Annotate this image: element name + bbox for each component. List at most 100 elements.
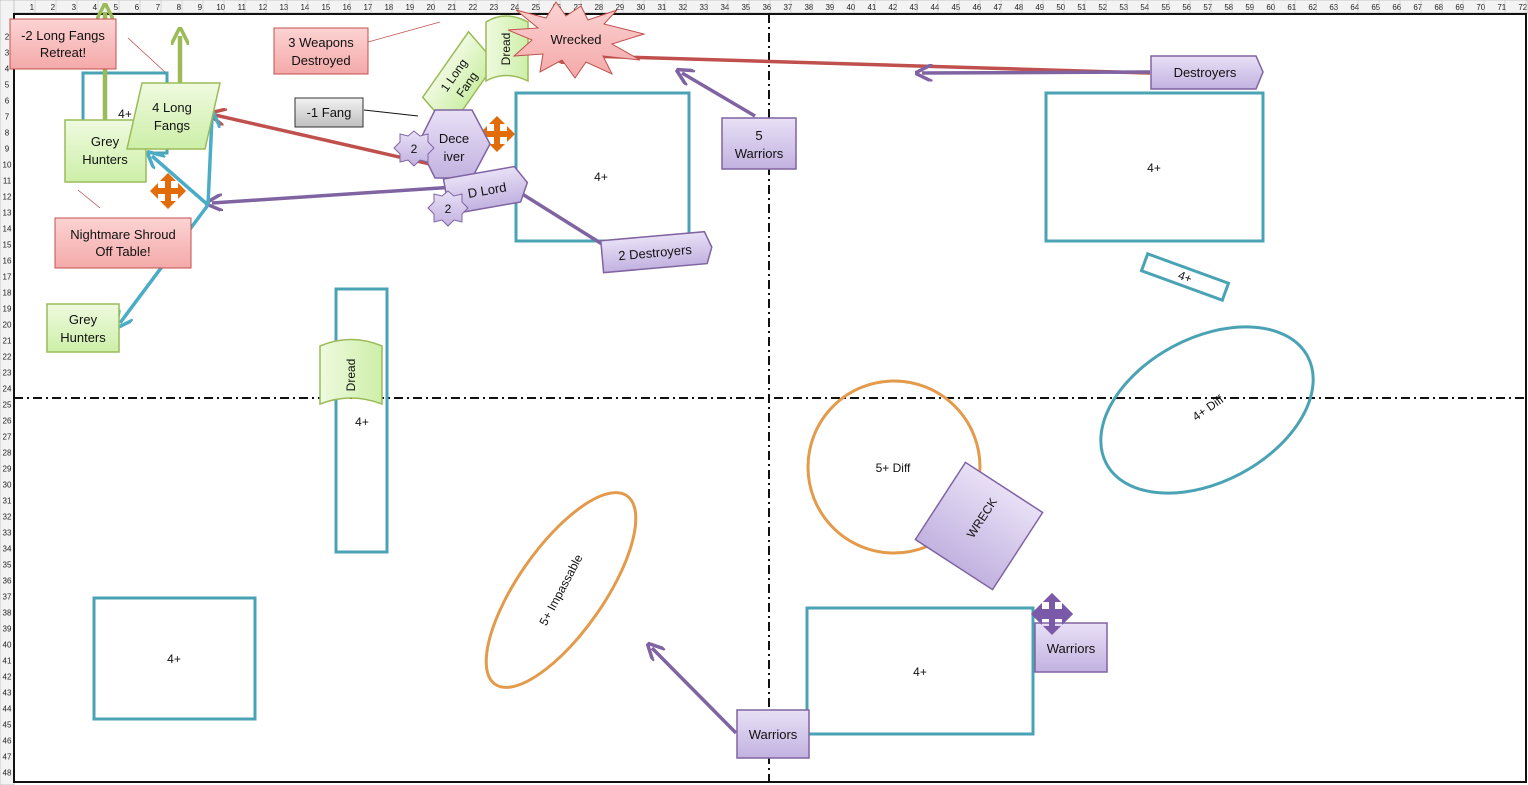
ruler-tick-label: 3 <box>5 49 10 58</box>
arrow-hunters-scatter-2 <box>152 156 210 207</box>
ruler-tick-label: 29 <box>615 3 624 12</box>
callout-line: Destroyed <box>291 53 350 68</box>
ruler-tick-label: 22 <box>468 3 477 12</box>
arrow-warriors-shoot <box>682 73 756 118</box>
unit-label: 4 Long <box>152 100 192 115</box>
unit-warriors-bottom[interactable]: Warriors <box>736 709 810 759</box>
ruin-small-tilted <box>1139 251 1231 303</box>
ruler-tick-label: 60 <box>1266 3 1275 12</box>
ruler-tick-label: 23 <box>3 369 12 378</box>
ruler-tick-label: 70 <box>1476 3 1485 12</box>
arrow-dlord-shroud <box>212 184 471 203</box>
unit-5-warriors[interactable]: 5 Warriors <box>721 117 797 170</box>
ruler-tick-label: 34 <box>720 3 729 12</box>
unit-label: Destroyers <box>1174 65 1237 80</box>
ruin-right-top <box>1044 91 1265 243</box>
unit-label: 2 Destroyers <box>618 242 693 263</box>
ruler-tick-label: 8 <box>5 129 10 138</box>
ruler-tick-label: 36 <box>762 3 771 12</box>
ruler-tick-label: 48 <box>1014 3 1023 12</box>
move-marker-icon <box>1031 593 1073 635</box>
ruler-tick-label: 32 <box>3 513 12 522</box>
ruler-tick-label: 28 <box>594 3 603 12</box>
ruler-tick-label: 72 <box>1518 3 1527 12</box>
ruler-tick-label: 33 <box>699 3 708 12</box>
ruler-tick-label: 30 <box>636 3 645 12</box>
ruler-tick-label: 51 <box>1077 3 1086 12</box>
unit-dread-mid[interactable]: Dread <box>319 338 383 406</box>
unit-label: Warriors <box>735 146 784 161</box>
wrecked-explosion: Wrecked <box>507 1 646 79</box>
ruler-tick-label: 38 <box>3 609 12 618</box>
wreck-marker[interactable]: WRECK <box>914 461 1044 591</box>
ruler-tick-label: 46 <box>3 737 12 746</box>
ruin-label: 4+ <box>118 107 132 121</box>
ruler-tick-label: 39 <box>3 625 12 634</box>
ruler-tick-label: 2 <box>51 3 56 12</box>
ruler-tick-label: 21 <box>3 337 12 346</box>
ruler-tick-label: 26 <box>3 417 12 426</box>
forest-center <box>806 379 982 555</box>
callout-line: 3 Weapons <box>288 35 354 50</box>
unit-destroyers[interactable]: Destroyers <box>1150 55 1264 90</box>
ruler-tick-label: 25 <box>3 401 12 410</box>
ruler-tick-label: 69 <box>1455 3 1464 12</box>
ruler-tick-label: 6 <box>135 3 140 12</box>
ruler-tick-label: 13 <box>279 3 288 12</box>
ruler-tick-label: 45 <box>3 721 12 730</box>
unit-grey-hunters-bottom[interactable]: Grey Hunters <box>46 303 120 353</box>
ruler-tick-label: 5 <box>114 3 119 12</box>
ruler-tick-label: 67 <box>1413 3 1422 12</box>
ruler-tick-label: 28 <box>3 449 12 458</box>
ruler-tick-label: 9 <box>198 3 203 12</box>
ruler-tick-label: 24 <box>3 385 12 394</box>
ruler-tick-label: 66 <box>1392 3 1401 12</box>
ruler-tick-label: 18 <box>3 289 12 298</box>
ruin-label: 4+ <box>1176 268 1194 286</box>
ruler-tick-label: 17 <box>363 3 372 12</box>
move-marker-icon <box>150 173 186 209</box>
unit-label: Hunters <box>60 330 106 345</box>
move-marker-icon <box>479 116 515 152</box>
arrow-destroyers-move <box>922 72 1151 73</box>
ruler-tick-label: 24 <box>510 3 519 12</box>
unit-d-lord[interactable]: D Lord <box>442 165 530 216</box>
ruler-tick-label: 12 <box>3 193 12 202</box>
ruler-tick-label: 35 <box>3 561 12 570</box>
callout-minus-fang: -1 Fang <box>294 97 364 128</box>
ruler-tick-label: 48 <box>3 769 12 778</box>
unit-warriors-right[interactable]: Warriors <box>1034 622 1108 673</box>
callout-pointer <box>363 109 419 117</box>
unit-long-fangs[interactable]: 4 Long Fangs <box>126 82 221 150</box>
ruler-tick-label: 43 <box>909 3 918 12</box>
forest-label: 5+ Diff <box>876 461 911 475</box>
ruler-tick-label: 61 <box>1287 3 1296 12</box>
ruler-tick-label: 34 <box>3 545 12 554</box>
ruler-tick-label: 11 <box>238 3 247 12</box>
unit-label: Dece <box>439 131 469 146</box>
ruler-tick-label: 44 <box>3 705 12 714</box>
unit-label: Warriors <box>1047 641 1096 656</box>
ruler-tick-label: 68 <box>1434 3 1443 12</box>
ruler-tick-label: 46 <box>972 3 981 12</box>
ruler-tick-label: 64 <box>1350 3 1359 12</box>
ruler-tick-label: 43 <box>3 689 12 698</box>
ruler-tick-label: 44 <box>930 3 939 12</box>
ruler-tick-label: 71 <box>1497 3 1506 12</box>
arrow-hunters-scatter-1 <box>208 117 212 206</box>
ruler-tick-label: 40 <box>846 3 855 12</box>
ruler-tick-label: 37 <box>3 593 12 602</box>
ruler-tick-label: 25 <box>531 3 540 12</box>
callout-line: -2 Long Fangs <box>21 28 105 43</box>
callout-pointer <box>127 37 166 73</box>
terrain <box>81 71 1315 736</box>
ruler-tick-label: 36 <box>3 577 12 586</box>
ruler-tick-label: 19 <box>405 3 414 12</box>
unit-2-destroyers[interactable]: 2 Destroyers <box>599 230 713 274</box>
ruler-tick-label: 29 <box>3 465 12 474</box>
ruler-tick-label: 15 <box>321 3 330 12</box>
ruler-tick-label: 12 <box>258 3 267 12</box>
ruler-tick-label: 42 <box>888 3 897 12</box>
unit-label: Dread <box>499 33 513 66</box>
ruler-tick-label: 15 <box>3 241 12 250</box>
